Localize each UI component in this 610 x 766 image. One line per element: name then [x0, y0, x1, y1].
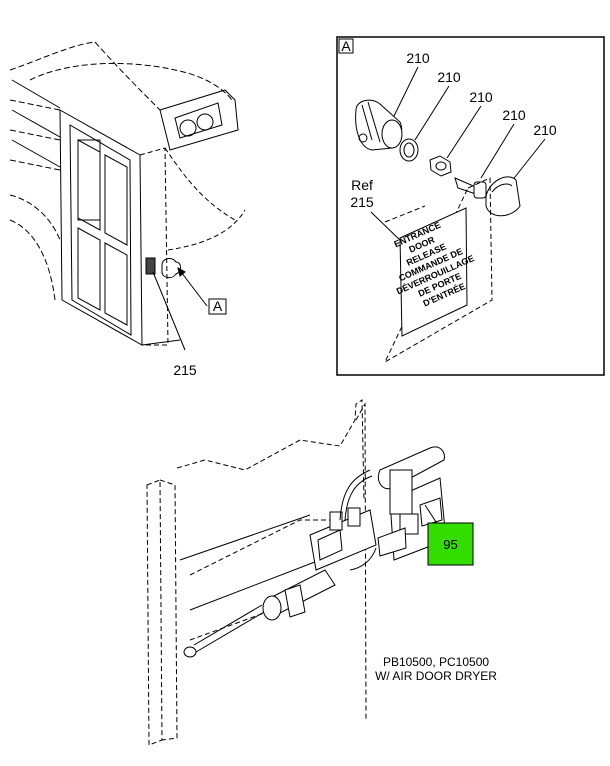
detail-a-marker: A [213, 298, 223, 314]
part-215-callout: 215 [173, 362, 197, 378]
detail-a-label: A [341, 38, 351, 54]
bus-front-view [9, 41, 246, 351]
part-215-ref-callout: 215 [350, 194, 374, 210]
part-95-callout-box[interactable] [427, 522, 474, 566]
part-210-callout-3: 210 [469, 89, 493, 105]
caption-line-2: W/ AIR DOOR DRYER [375, 669, 497, 683]
switch-assembly-exploded [355, 66, 546, 364]
detail-a-panel [336, 36, 605, 376]
ref-label: Ref [351, 177, 373, 193]
part-210-callout-5: 210 [533, 122, 557, 138]
air-door-dryer-view [146, 399, 471, 746]
part-210-callout-2: 210 [437, 69, 461, 85]
part-210-callout-1: 210 [406, 50, 430, 66]
detail-a-marker-box [208, 298, 227, 315]
part-210-callout-4: 210 [502, 107, 526, 123]
caption-line-1: PB10500, PC10500 [383, 655, 489, 669]
entrance-door-release-placard: ENTRANCE DOOR RELEASE COMMANDE DE DÉVERR… [392, 220, 475, 309]
part-95-callout[interactable]: 95 [443, 537, 457, 552]
